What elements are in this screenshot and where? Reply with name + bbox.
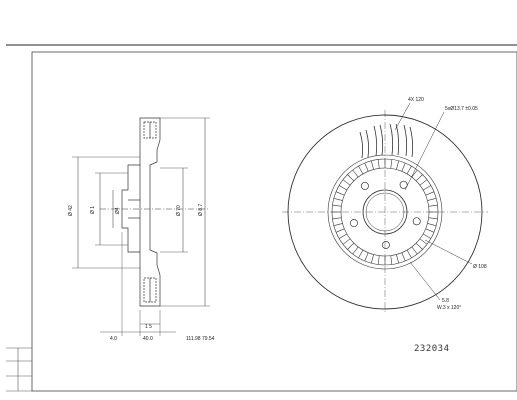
vent-tooth bbox=[401, 162, 406, 172]
vent-tooth bbox=[335, 228, 345, 233]
vent-tooth bbox=[396, 254, 399, 264]
dim-hat-diameter: Ø 70 bbox=[176, 205, 182, 216]
vent-tooth bbox=[332, 217, 342, 220]
dim-hub-diameter: Ø 1 bbox=[90, 206, 96, 214]
vent-tooth bbox=[347, 174, 355, 182]
label-note-2: W.3 x 120° bbox=[437, 305, 461, 311]
vent-tooth bbox=[390, 159, 393, 169]
drawing-frame bbox=[31, 51, 517, 392]
vent-tooth bbox=[333, 223, 343, 226]
vent-tooth bbox=[422, 185, 432, 191]
dim-bottom: 1 5 bbox=[145, 324, 152, 330]
label-note-1: 5.8 bbox=[442, 298, 449, 304]
vent-tooth bbox=[377, 255, 380, 265]
vent-tooth bbox=[332, 204, 342, 207]
vent-tooth bbox=[411, 169, 418, 178]
vent-tooth bbox=[411, 246, 418, 255]
vent-tooth bbox=[425, 191, 435, 196]
section-view bbox=[72, 117, 210, 336]
bolt-hole bbox=[381, 241, 390, 249]
vent-tooth bbox=[390, 255, 393, 265]
part-number: 232034 bbox=[414, 344, 450, 354]
vent-tooth bbox=[415, 174, 423, 182]
vent-tooth bbox=[419, 179, 428, 186]
dim-bore-diameter: Ø4 bbox=[115, 207, 121, 214]
label-bolt-holes: 5xØ13.7 ±0.05 bbox=[445, 106, 478, 112]
dim-rotor-diameter: Ø 8.7 bbox=[198, 204, 204, 216]
vent-tooth bbox=[406, 165, 412, 175]
vent-tooth bbox=[352, 246, 359, 255]
vent-tooth bbox=[342, 179, 351, 186]
vent-tooth bbox=[338, 185, 348, 191]
vent-tooth bbox=[338, 233, 348, 239]
vent-tooth bbox=[333, 198, 343, 201]
dim-outer-diameter: Ø 42 bbox=[68, 205, 74, 216]
vent-tooth bbox=[371, 160, 374, 170]
vent-tooth bbox=[364, 252, 369, 262]
vent-tooth bbox=[419, 238, 428, 245]
bolt-hole bbox=[349, 219, 358, 228]
vent-tooth bbox=[415, 242, 423, 250]
bolt-holes bbox=[349, 180, 421, 249]
vent-tooth bbox=[342, 238, 351, 245]
vent-tooth bbox=[335, 191, 345, 196]
bolt-hole bbox=[412, 217, 421, 226]
vent-teeth bbox=[332, 159, 438, 265]
vent-tooth bbox=[377, 159, 380, 169]
leader-lines bbox=[394, 102, 473, 301]
vent-tooth bbox=[401, 252, 406, 262]
vent-tooth bbox=[358, 165, 364, 175]
vent-tooth bbox=[396, 160, 399, 170]
vent-tooth bbox=[406, 249, 412, 259]
vent-tooth bbox=[428, 204, 438, 207]
bolt-hole bbox=[360, 181, 369, 190]
vent-tooth bbox=[428, 217, 438, 220]
front-view bbox=[282, 110, 488, 314]
label-bolt-circle: Ø 108 bbox=[473, 264, 487, 270]
dim-hat-height: 4.0 bbox=[110, 336, 117, 342]
brake-slots bbox=[359, 123, 414, 159]
vent-tooth bbox=[425, 228, 435, 233]
title-block bbox=[6, 347, 32, 392]
vent-tooth bbox=[352, 169, 359, 178]
vent-tooth bbox=[358, 249, 364, 259]
vent-tooth bbox=[371, 254, 374, 264]
label-vane-count: 4X 120 bbox=[408, 97, 424, 103]
bolt-hole bbox=[399, 180, 408, 189]
vent-tooth bbox=[427, 198, 437, 201]
dim-min-thickness: 111.98 79.54 bbox=[186, 336, 215, 342]
vent-tooth bbox=[427, 223, 437, 226]
vent-tooth bbox=[422, 233, 432, 239]
dim-thickness: 40.0 bbox=[143, 336, 153, 342]
vent-tooth bbox=[364, 162, 369, 172]
vent-tooth bbox=[347, 242, 355, 250]
